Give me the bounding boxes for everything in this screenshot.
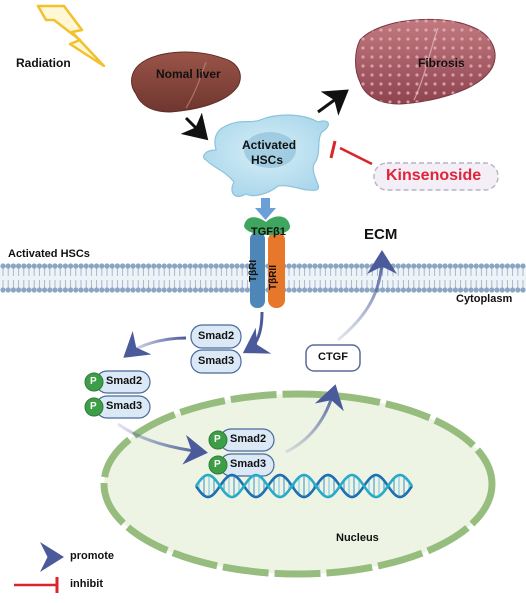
lightning-icon: [36, 4, 106, 68]
psmad3-label: Smad3: [106, 400, 143, 412]
kinsenoside-badge: [373, 162, 499, 191]
normal-liver-label: Nomal liver: [156, 67, 221, 81]
fibrosis-label: Fibrosis: [418, 56, 465, 70]
fibrotic-liver-icon: [355, 18, 496, 105]
ctgf-to-ecm-arrow: [337, 250, 397, 342]
liver-to-hsc-arrow: [180, 112, 209, 141]
smad-to-ctgf-arrow: [285, 384, 344, 454]
hsc-to-fibrosis-arrow: [317, 89, 349, 116]
phospho-icon: [84, 397, 104, 417]
normal-liver-icon: [131, 51, 241, 113]
smad-to-psmad-arrow: [123, 331, 187, 358]
receptor-to-smad-arrow: [242, 311, 272, 354]
tbri-receptor: [250, 232, 265, 308]
nuc-psmad2-label: Smad2: [230, 433, 267, 445]
psmad-to-nucleus-arrow: [117, 422, 208, 465]
phospho-icon: [208, 455, 228, 475]
nucleus: [100, 390, 496, 578]
activated-hsc-cell: [203, 114, 329, 197]
cytoplasm-label: Cytoplasm: [456, 293, 513, 305]
legend-inhibit-line: [14, 577, 59, 593]
nucleus-label: Nucleus: [336, 532, 379, 544]
legend-inhibit-label: inhibit: [70, 578, 103, 590]
phospho-label: P: [90, 376, 97, 387]
tgf-ligand: [244, 216, 291, 235]
phospho-label: P: [90, 401, 97, 412]
radiation-label: Radiation: [16, 56, 71, 70]
phospho-label: P: [214, 434, 221, 445]
membrane-label: Activated HSCs: [8, 248, 90, 260]
tbrii-label: TβRII: [268, 265, 279, 290]
smad3-label: Smad3: [198, 355, 235, 367]
kinsenoside-label: Kinsenoside: [386, 167, 482, 184]
smad2-label: Smad2: [198, 330, 235, 342]
tbrii-receptor: [268, 232, 285, 308]
dna-helix-icon: [194, 473, 414, 499]
ctgf-box: [305, 344, 361, 372]
tbri-label: TβRI: [248, 259, 259, 282]
legend-promote-label: promote: [70, 550, 114, 562]
receptor-complex: [244, 216, 291, 308]
nuc-psmad3-label: Smad3: [230, 458, 267, 470]
kinsenoside-inhibit-line: [329, 140, 373, 166]
phospho-label: P: [214, 459, 221, 470]
psmad-complex-nucleus: [208, 428, 275, 477]
phospho-icon: [208, 430, 228, 450]
psmad2-label: Smad2: [106, 375, 143, 387]
hsc-to-tgf-arrow: [255, 198, 276, 220]
legend: [14, 542, 64, 593]
ecm-label: ECM: [364, 226, 398, 243]
smad-complex-cytoplasm: [190, 324, 242, 374]
phospho-icon: [84, 372, 104, 392]
ctgf-label: CTGF: [318, 351, 348, 363]
psmad-complex-cytoplasm: [84, 370, 151, 419]
activated-hscs-cell-label: Activated HSCs: [242, 138, 297, 167]
tgf-label: TGFβ1: [251, 226, 286, 238]
